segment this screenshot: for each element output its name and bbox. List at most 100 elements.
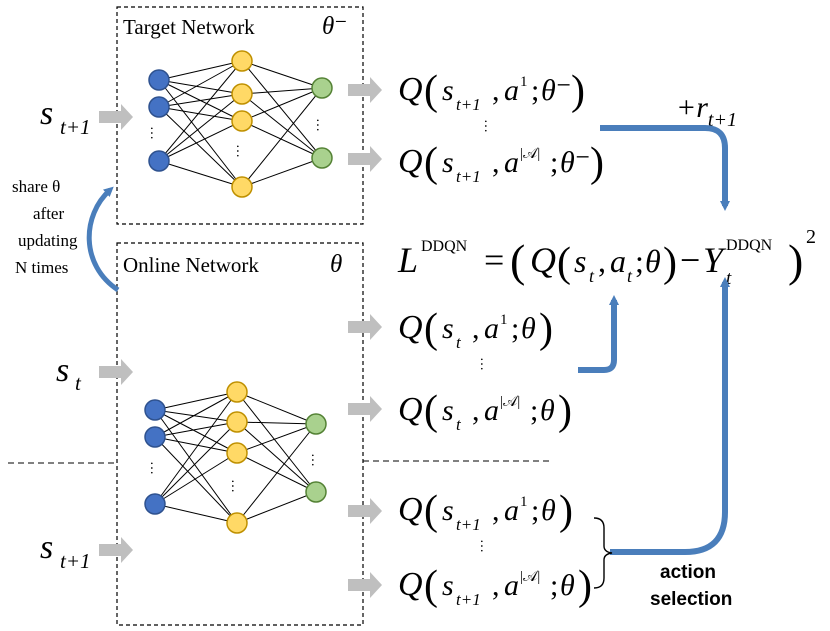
reward-label: +rt+1 <box>676 91 737 131</box>
q-symbol: Q <box>398 391 423 428</box>
loss-power: 2 <box>806 226 816 248</box>
q-action-sup: 1 <box>520 74 528 90</box>
online-to-loss-arrow <box>578 295 619 373</box>
q-state-sub: t+1 <box>456 167 481 186</box>
target-edge <box>158 79 243 95</box>
target-input-ellipsis: … <box>147 126 162 140</box>
q-param: θ <box>560 569 575 602</box>
q-param: θ⁻ <box>541 74 572 107</box>
share-note-line3: updating <box>18 231 78 250</box>
target-input-sub: t+1 <box>60 115 91 139</box>
online-output-arrow-last <box>348 396 382 422</box>
q-close-paren: ) <box>558 388 572 434</box>
online-hidden-node <box>226 512 248 534</box>
q-state: s <box>442 494 454 527</box>
q-comma: , <box>492 569 500 602</box>
next-q-ellipsis: … <box>477 539 492 553</box>
loss-close-paren: ) <box>788 235 803 286</box>
q-param: θ <box>541 494 556 527</box>
q-comma: , <box>492 146 500 179</box>
target-input-node <box>148 96 170 118</box>
q-param: θ <box>540 394 555 427</box>
loss-target-y: Y <box>703 240 727 280</box>
q-close-paren: ) <box>559 488 573 534</box>
q-close-paren: ) <box>539 306 553 352</box>
target-q-ellipsis: … <box>481 119 496 133</box>
target-edge <box>158 93 243 108</box>
online-edge <box>236 423 317 454</box>
online-q-ellipsis: … <box>477 357 492 371</box>
selection-to-loss-arrow <box>610 277 730 555</box>
q-semicolon: ; <box>530 394 538 427</box>
loss-param: θ <box>645 243 661 279</box>
online-input-arrow <box>99 359 133 385</box>
target-network-edges <box>158 60 323 188</box>
target-edge <box>158 60 243 162</box>
loss-q: Q <box>530 240 556 280</box>
online-input-sub: t <box>75 371 82 395</box>
online-edge <box>236 452 317 493</box>
q-symbol: Q <box>398 309 423 346</box>
q-state: s <box>442 394 454 427</box>
q-close-paren: ) <box>590 140 604 186</box>
loss-inner-open: ( <box>557 240 571 286</box>
online-hidden-node <box>226 411 248 433</box>
target-edge <box>158 93 243 162</box>
q-symbol: Q <box>398 566 423 603</box>
target-edge <box>158 106 243 122</box>
target-edge <box>158 60 243 81</box>
target-hidden-node <box>231 50 253 72</box>
target-edge <box>241 87 323 122</box>
q-action: a <box>484 312 499 345</box>
target-network-title: Target Network <box>123 15 255 39</box>
q-open-paren: ( <box>424 306 438 352</box>
q-semicolon: ; <box>531 74 539 107</box>
target-output-arrow-last <box>348 146 382 172</box>
online-edge <box>236 491 317 524</box>
q-param: θ⁻ <box>560 146 591 179</box>
q-close-paren: ) <box>571 68 585 114</box>
target-output-node <box>311 77 333 99</box>
online-edge <box>154 391 238 505</box>
q-action: a <box>504 146 519 179</box>
online-edge <box>236 423 317 524</box>
target-edge <box>241 93 323 159</box>
online-edge <box>154 391 238 438</box>
loss-state-sub: t <box>589 266 595 286</box>
q-comma: , <box>492 74 500 107</box>
online-output-ellipsis: … <box>308 453 323 467</box>
q-semicolon: ; <box>550 146 558 179</box>
online-edge <box>154 409 238 423</box>
action-selection-line2: selection <box>650 589 732 610</box>
q-comma: , <box>472 312 480 345</box>
target-hidden-node <box>231 110 253 132</box>
q-action-sup: 1 <box>520 494 528 510</box>
q-state-sub: t+1 <box>456 590 481 609</box>
online-next-input-sub: t+1 <box>60 549 91 573</box>
target-edge <box>158 160 243 188</box>
q-comma: , <box>472 394 480 427</box>
online-output-node <box>305 413 327 435</box>
q-state: s <box>442 146 454 179</box>
q-state: s <box>442 312 454 345</box>
target-hidden-node <box>231 83 253 105</box>
target-network-box <box>116 6 364 225</box>
q-close-paren: ) <box>578 563 592 609</box>
online-edge <box>154 421 238 438</box>
target-edge <box>158 120 243 162</box>
q-state-sub: t <box>456 333 462 352</box>
online-edge <box>154 421 238 505</box>
q-action: a <box>504 74 519 107</box>
q-open-paren: ( <box>424 68 438 114</box>
loss-inner-close: ) <box>663 240 677 286</box>
online-edge <box>154 436 238 524</box>
online-input-label: s <box>56 352 69 389</box>
share-arrow <box>86 186 120 293</box>
target-edge <box>241 60 323 89</box>
share-note-line4: N times <box>15 258 68 277</box>
